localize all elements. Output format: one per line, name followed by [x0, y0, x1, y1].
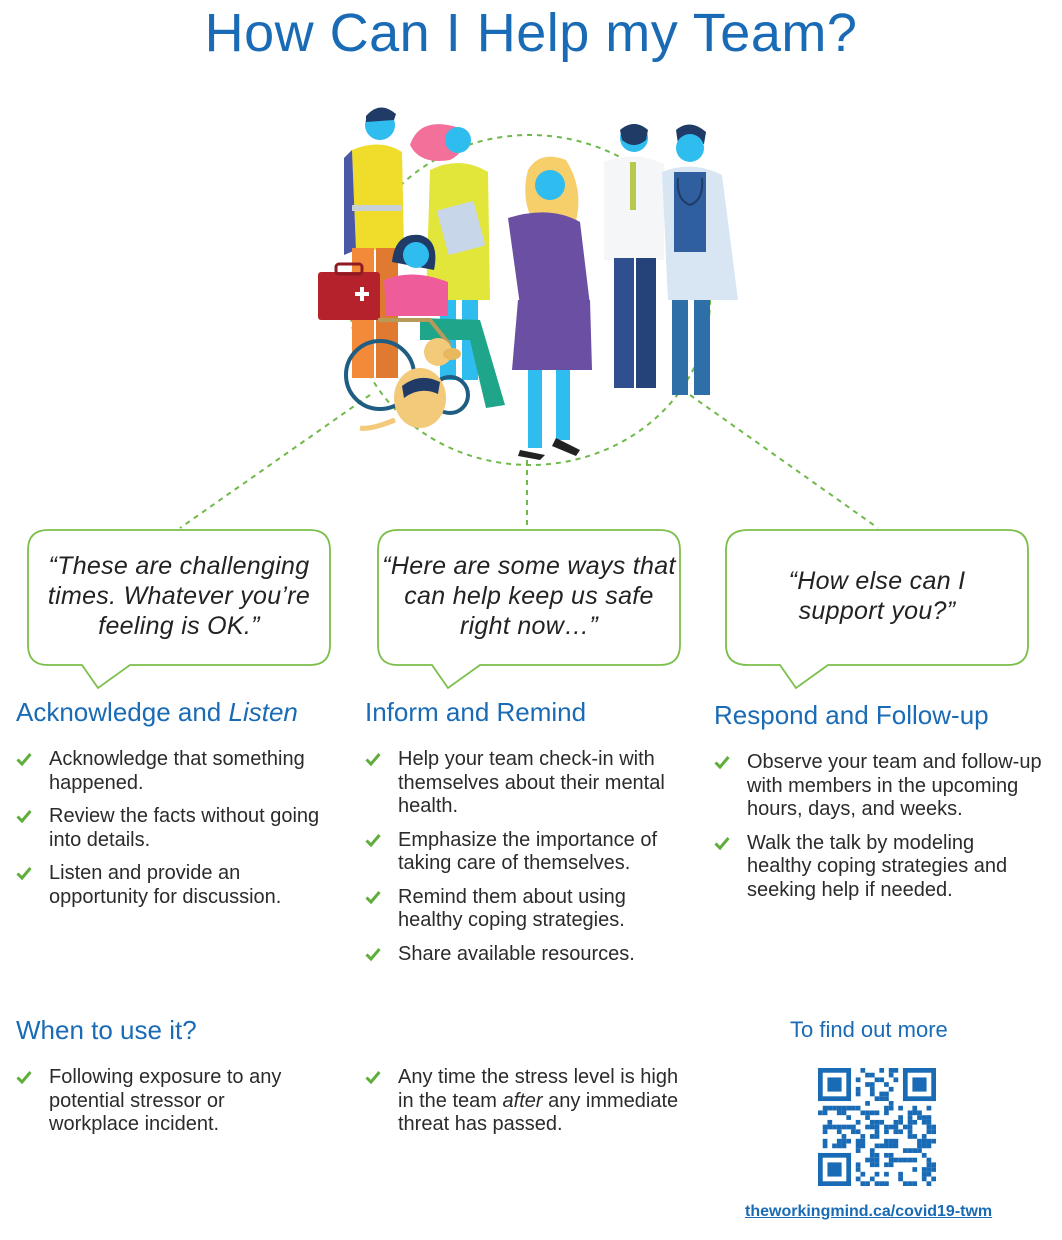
- list-item-text: Listen and provide an opportunity for di…: [49, 862, 282, 908]
- list-item-text: Any time the stress level is high in the…: [398, 1066, 679, 1112]
- list-item: Emphasize the importance of taking care …: [365, 829, 695, 876]
- list-item: Remind them about using healthy coping s…: [365, 886, 695, 933]
- list-item: Any time the stress level is high in the…: [365, 1066, 695, 1137]
- list-item-text: Share available resources.: [398, 942, 635, 965]
- speech-bubble-3: [725, 529, 1029, 690]
- heading-emphasis: Listen: [228, 697, 298, 727]
- acknowledge-list: Acknowledge that something happened. Rev…: [16, 748, 336, 919]
- doctor-figure: [662, 124, 738, 395]
- list-item-text: Acknowledge that something happened.: [49, 748, 305, 794]
- worker-figure: [344, 107, 404, 378]
- check-icon: [16, 810, 32, 824]
- list-item: Observe your team and follow-up with mem…: [714, 751, 1044, 822]
- qr-code-icon[interactable]: [818, 1068, 936, 1186]
- bubble-text-inform: “Here are some ways that can help keep u…: [382, 552, 676, 640]
- more-info-link[interactable]: theworkingmind.ca/covid19-twm: [745, 1203, 993, 1220]
- when-list-2: Any time the stress level is high in the…: [365, 1066, 695, 1147]
- check-icon: [16, 1071, 32, 1085]
- check-icon: [365, 833, 381, 847]
- uniformed-man-figure: [604, 124, 664, 388]
- dog-figure: [359, 338, 461, 431]
- check-icon: [16, 753, 32, 767]
- list-item-emphasis: after: [502, 1089, 543, 1112]
- list-item: Help your team check-in with themselves …: [365, 748, 695, 819]
- speech-bubble-1: [27, 529, 331, 690]
- page-title: How Can I Help my Team?: [204, 3, 858, 63]
- list-item-text: Observe your team and follow-up with mem…: [747, 751, 1042, 820]
- list-item: Acknowledge that something happened.: [16, 748, 336, 795]
- respond-list: Observe your team and follow-up with mem…: [714, 751, 1044, 912]
- check-icon: [714, 756, 730, 770]
- check-icon: [365, 1071, 381, 1085]
- speech-bubble-2: [377, 529, 681, 690]
- list-item-text: Review the facts without going into deta…: [49, 805, 320, 851]
- bubble-text-support: “How else can I support you?”: [788, 567, 966, 625]
- list-item: Walk the talk by modeling healthy coping…: [714, 832, 1044, 903]
- list-item-text: Emphasize the importance of taking care …: [398, 828, 658, 875]
- list-item-text: Following exposure to any potential stre…: [49, 1066, 282, 1135]
- first-aid-kit-icon: [318, 262, 380, 320]
- check-icon: [365, 947, 381, 961]
- list-item-text-end: any immediate threat has passed.: [398, 1089, 679, 1136]
- list-item-text: Walk the talk by modeling healthy coping…: [747, 831, 1008, 901]
- list-item: Review the facts without going into deta…: [16, 805, 336, 852]
- find-out-more-label: To find out more: [790, 1017, 948, 1042]
- heading-text: Acknowledge and: [16, 697, 229, 727]
- heading-respond-follow-up: Respond and Follow-up: [714, 700, 989, 730]
- list-item-text: Help your team check-in with themselves …: [398, 748, 665, 817]
- check-icon: [365, 753, 381, 767]
- list-item: Following exposure to any potential stre…: [16, 1066, 306, 1137]
- when-list-1: Following exposure to any potential stre…: [16, 1066, 306, 1147]
- check-icon: [365, 890, 381, 904]
- inform-list: Help your team check-in with themselves …: [365, 748, 695, 976]
- list-item: Listen and provide an opportunity for di…: [16, 862, 336, 909]
- heading-when-to-use: When to use it?: [16, 1015, 197, 1045]
- heading-acknowledge-listen: Acknowledge and Listen: [16, 697, 298, 728]
- list-item-text: Remind them about using healthy coping s…: [398, 885, 626, 932]
- bubble-text-acknowledge: “These are challenging times. Whatever y…: [47, 552, 311, 640]
- connector-lines: [179, 394, 879, 530]
- heading-inform-remind: Inform and Remind: [365, 697, 587, 727]
- check-icon: [714, 836, 730, 850]
- woman-purple-dress-figure: [508, 156, 592, 460]
- list-item: Share available resources.: [365, 943, 695, 967]
- check-icon: [16, 867, 32, 881]
